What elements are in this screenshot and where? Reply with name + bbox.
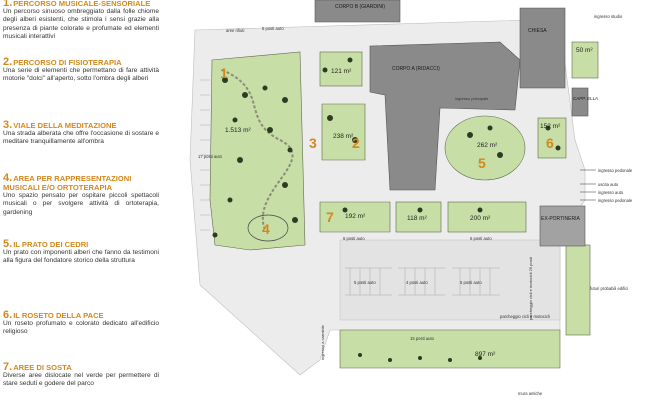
legend-item-number: 6. [3,309,13,321]
parking-lot [339,239,561,321]
parking-stalls [200,79,500,296]
label-chiesa: CHIESA [528,28,547,34]
area-4-number: 4 [262,221,270,237]
label-posti-top: 5 posti auto [262,26,284,31]
label-posti-17: 17 posti auto [198,154,223,159]
legend-item-6: 6.IL ROSETO DELLA PACE Un roseto profuma… [3,309,159,337]
legend-item-5: 5.IL PRATO DEI CEDRI Un prato con impone… [3,238,159,266]
area-2-number: 2 [352,135,360,151]
legend-item-number: 4. [3,172,13,184]
legend-item-body: Uno spazio pensato per ospitare piccoli … [3,192,159,216]
green-area-50 [571,41,599,79]
legend-item-title: 5.IL PRATO DEI CEDRI [3,238,89,250]
area-50-size: 50 m² [576,47,593,54]
label-uscita-auto: uscita auto [598,182,619,187]
sensory-path [221,69,294,231]
entrance-arrows [580,169,596,201]
legend-item-title: 2.PERCORSO DI FISIOTERAPIA [3,56,122,68]
area-121-size: 121 m² [331,68,352,75]
building-ex-portineria [539,205,586,247]
legend-item-number: 2. [3,56,13,68]
label-ingresso-studio: ingresso studio [594,14,623,19]
building-cappella [571,87,589,117]
label-ingresso-carrabile: ingresso a carrabile [320,324,325,360]
area-6-size: 152 m² [540,123,561,130]
legend-item-body: Un percorso sinuoso ombreggiato dalla fo… [3,8,159,40]
legend-item-2: 2.PERCORSO DI FISIOTERAPIA Una serie di … [3,56,159,84]
legend-item-title: 3.VIALE DELLA MEDITAZIONE [3,119,117,131]
label-posti-6a: 6 posti auto [343,236,365,241]
area-897-size: 897 m² [475,351,496,358]
trees [212,57,561,362]
area-5-number: 5 [478,155,486,171]
legend-item-number: 1. [3,0,13,9]
legend-item-number: 7. [3,361,13,373]
legend-item-number: 5. [3,238,13,250]
green-area-edge [565,244,591,336]
area-118-size: 118 m² [407,215,428,222]
green-area-897 [339,329,561,369]
legend-item-body: Una strada alberata che offre l'occasion… [3,130,159,146]
green-area-2 [321,103,366,161]
legend-item-title: 1.PERCORSO MUSICALE-SENSORIALE [3,0,159,9]
label-ingresso-auto: ingresso auto [598,190,624,195]
legend-item-3: 3.VIALE DELLA MEDITAZIONE Una strada alb… [3,119,159,147]
label-posti-4: 4 posti auto [406,280,428,285]
legend-item-number: 3. [3,119,13,131]
area-4-stage [247,214,289,242]
area-6-number: 6 [546,135,554,151]
label-posti-15: 15 posti auto [410,336,435,341]
legend-item-body: Una serie di elementi che permettano di … [3,67,159,83]
label-parcheggio-futuri: parcheggio cicli e motocicli 25 posti [528,257,533,320]
green-area-7 [319,201,391,233]
label-ingresso-principale: ingresso principale [455,96,489,101]
building-corpo-a [369,41,521,191]
legend-item-7: 7.AREE DI SOSTA Diverse aree dislocate n… [3,361,159,389]
green-area-200 [447,201,527,233]
legend-item-title: 6.IL ROSETO DELLA PACE [3,309,104,321]
legend-item-1: 1.PERCORSO MUSICALE-SENSORIALE Un percor… [3,0,159,41]
label-ingresso-pedonale: ingresso pedonale [598,168,633,173]
area-2-size: 238 m² [333,133,354,140]
area-1-size: 1.513 m² [225,127,251,134]
building-corpo-b [314,0,401,23]
green-area-6 [537,117,567,159]
legend-panel: 1.PERCORSO MUSICALE-SENSORIALE Un percor… [0,0,162,400]
label-posti-5b: 5 posti auto [460,280,482,285]
label-mura-antiche: mura antiche [518,391,543,396]
legend-item-body: Un prato con imponenti alberi che fanno … [3,249,159,265]
area-3-number: 3 [309,135,317,151]
label-aree-rifiuti: aree rifiuti [226,28,244,33]
area-7-size: 192 m² [345,213,366,220]
site-plan-map: 1 2 3 4 5 6 7 1.513 m² 238 m² 262 m² 152… [162,0,650,400]
area-1-number: 1 [220,65,228,81]
area-200-size: 200 m² [470,215,491,222]
label-parcheggio-cicli: parcheggio cicli e motocicli [500,314,550,319]
area-5-size: 262 m² [477,142,498,149]
label-futuri-edifici: futuri probabili edifici [590,286,628,291]
green-area-1 [209,51,306,251]
legend-item-body: Un roseto profumato e colorato dedicato … [3,320,159,336]
label-ex-portineria: EX-PORTINERIA [541,216,580,222]
green-area-118 [395,201,442,233]
green-areas [209,41,599,369]
area-7-number: 7 [326,209,334,225]
label-corpo-a: CORPO A (RIDACCI) [392,66,440,72]
building-chiesa [519,7,566,89]
green-area-5 [444,115,526,181]
legend-item-title: 7.AREE DI SOSTA [3,361,72,373]
buildings [314,0,589,247]
legend-item-title: 4.AREA PER RAPPRESENTAZIONI MUSICALI E/O… [3,172,132,193]
label-posti-6b: 6 posti auto [470,236,492,241]
legend-item-4: 4.AREA PER RAPPRESENTAZIONI MUSICALI E/O… [3,172,159,217]
label-ingresso-pedonale-2: ingresso pedonale [598,198,633,203]
label-corpo-b: CORPO B (GIARDINI) [335,4,385,10]
label-cappella: CAPP. ELLA [573,96,598,101]
label-posti-5a: 5 posti auto [354,280,376,285]
legend-item-body: Diverse aree dislocate nel verde per per… [3,372,159,388]
